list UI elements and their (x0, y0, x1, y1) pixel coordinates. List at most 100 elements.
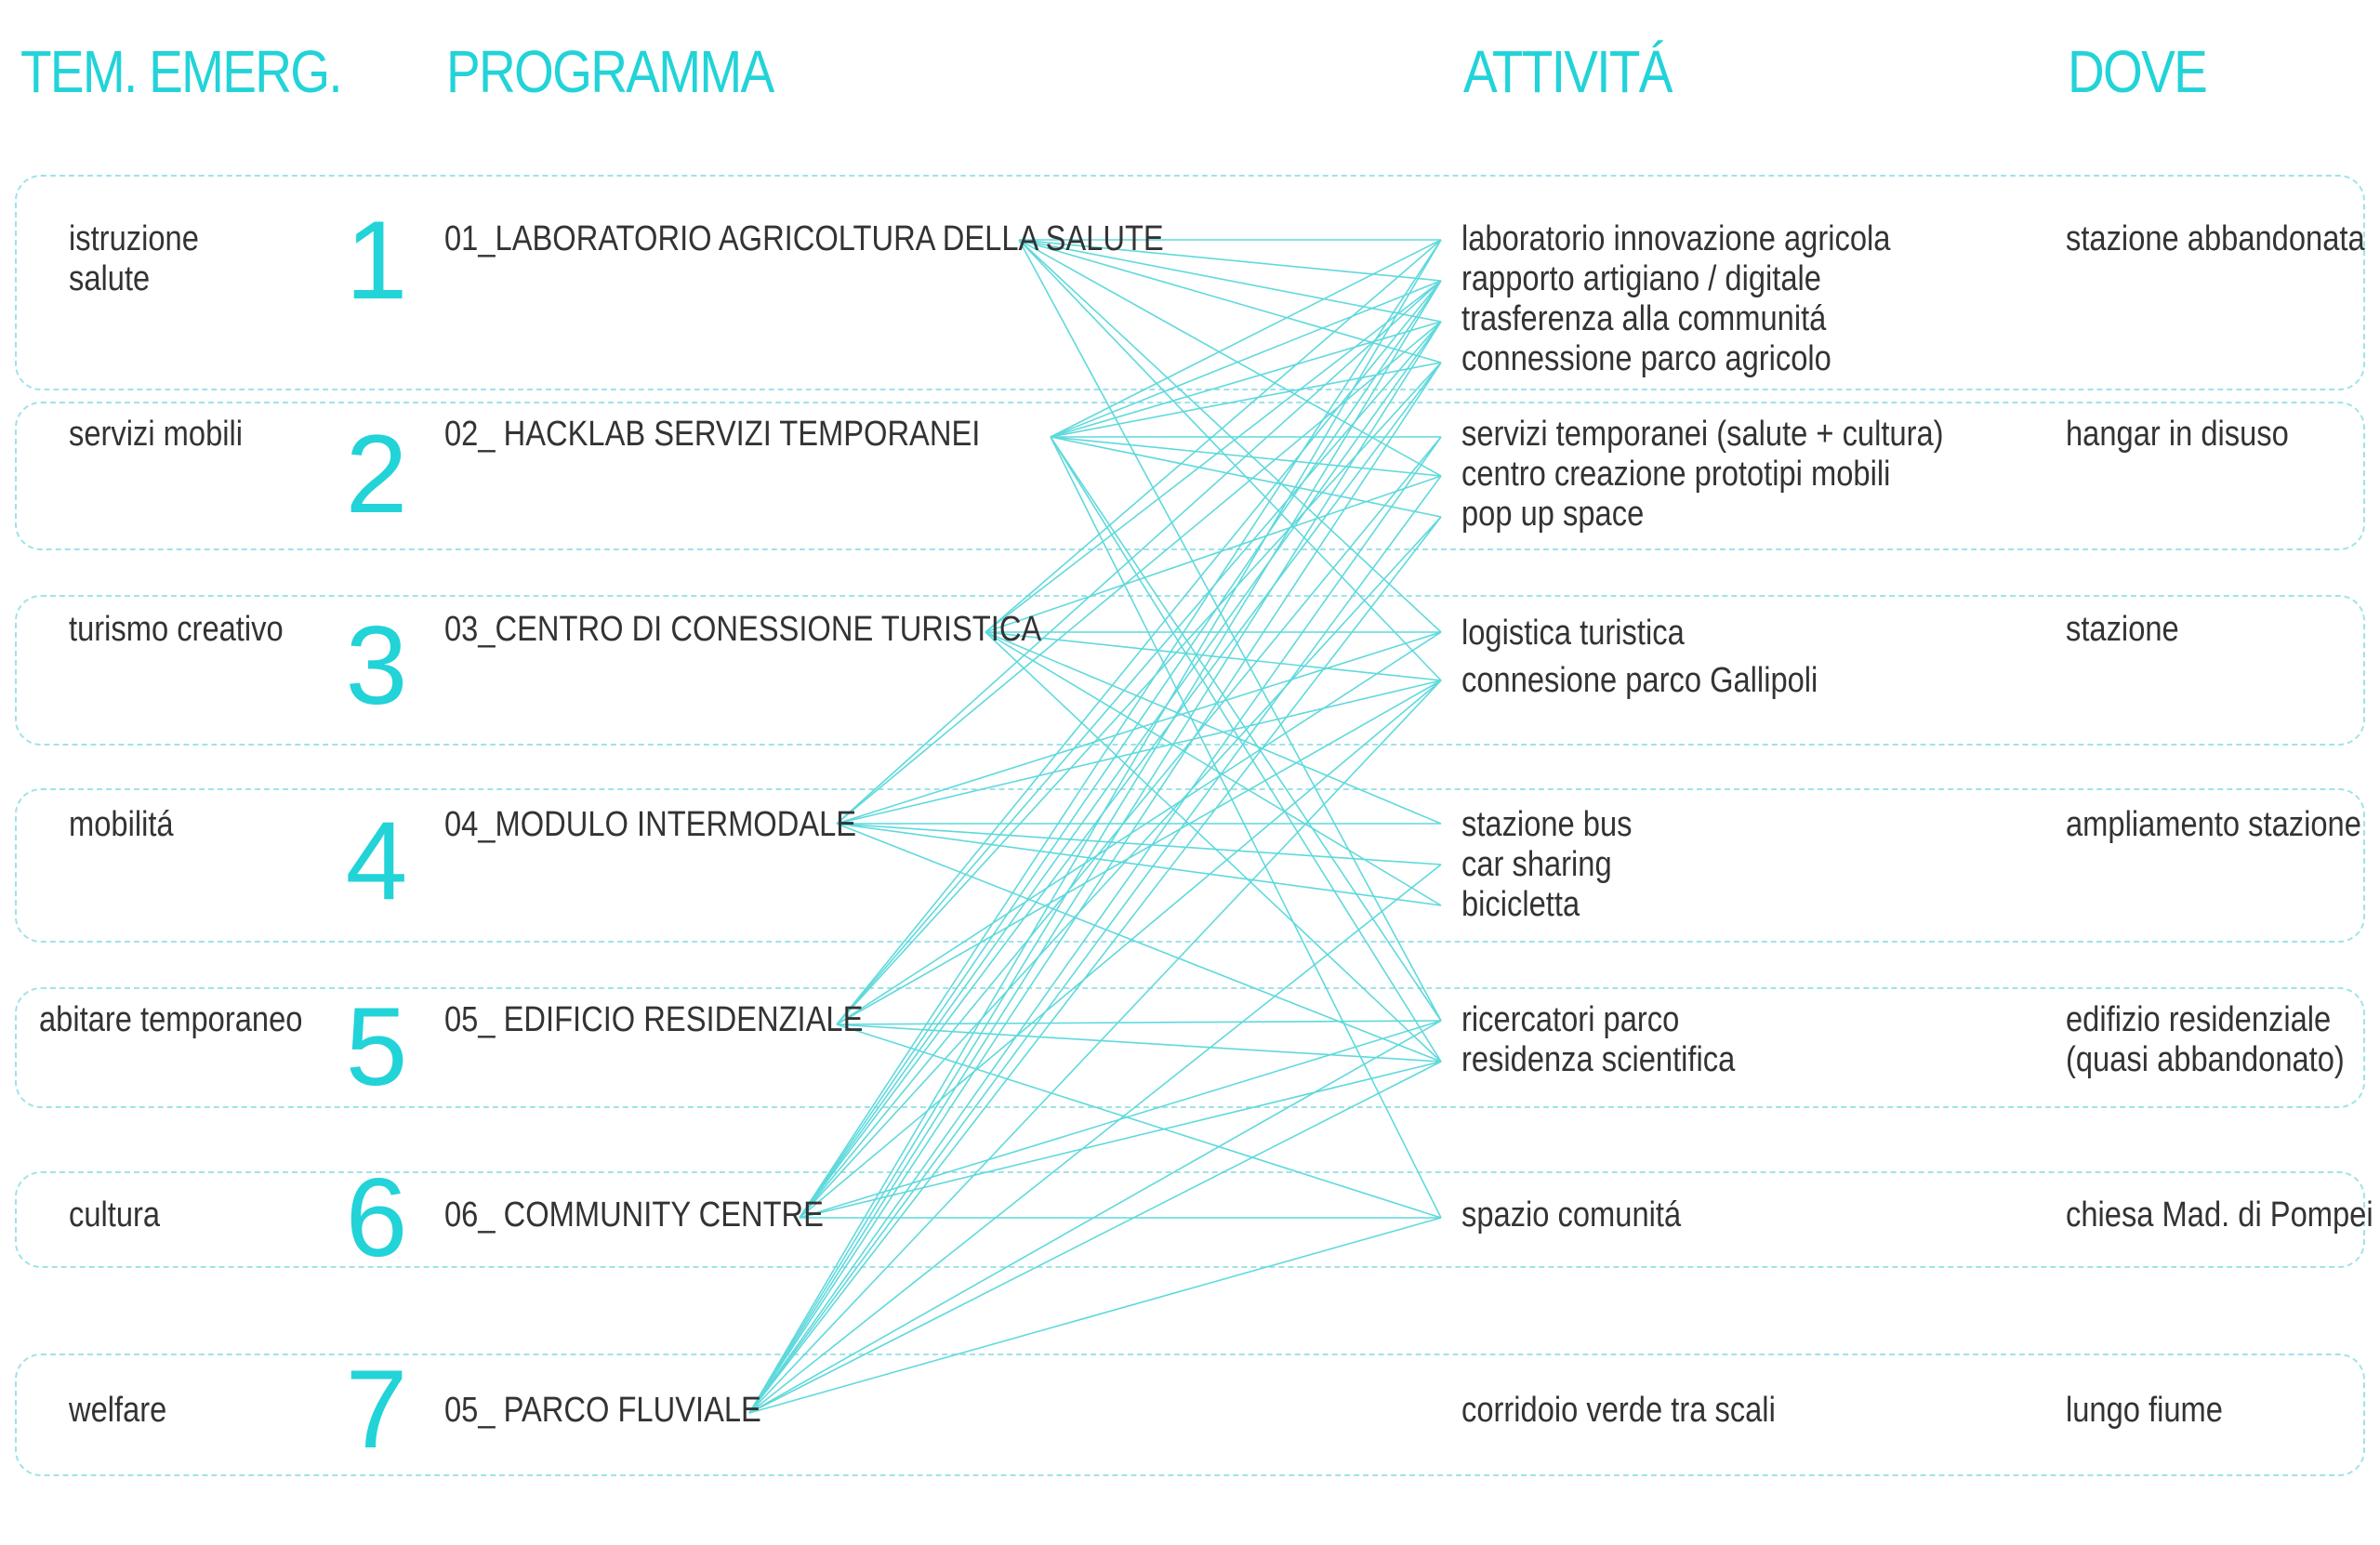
connection-line (1050, 436, 1442, 1219)
dove-row-6: chiesa Mad. di Pompei (2066, 1195, 2373, 1235)
connection-line (1050, 321, 1442, 438)
connection-line (748, 280, 1442, 1414)
connection-line (1050, 239, 1442, 438)
tem-row-3: turismo creativo (69, 610, 284, 650)
connection-line (748, 475, 1442, 1414)
attivita-item: spazio comunitá (1461, 1195, 1682, 1235)
connection-line (748, 680, 1442, 1414)
attivita-item: laboratorio innovazione agricola (1461, 219, 1891, 258)
attivita-row-1: laboratorio innovazione agricola rapport… (1461, 219, 1890, 379)
connection-line (985, 475, 1442, 633)
dove-row-4: ampliamento stazione (2066, 805, 2361, 845)
programma-row-2: 02_ HACKLAB SERVIZI TEMPORANEI (444, 415, 981, 454)
dove-row-1: stazione abbandonata (2066, 219, 2365, 259)
tem-row-7: welfare (69, 1391, 166, 1431)
connection-line (799, 362, 1442, 1219)
row-box-1 (15, 175, 2365, 390)
tem-line: istruzione (69, 219, 199, 258)
tem-line: cultura (69, 1195, 161, 1235)
attivita-row-5: ricercatori parco residenza scientifica (1461, 1000, 1735, 1080)
connection-line (799, 680, 1442, 1219)
connection-line (836, 280, 1442, 825)
connection-line (985, 280, 1442, 633)
connection-line (1018, 239, 1442, 1022)
attivita-item: rapporto artigiano / digitale (1461, 259, 1821, 298)
tem-line: welfare (69, 1391, 167, 1430)
connection-line (1050, 436, 1442, 1063)
programma-row-1: 01_LABORATORIO AGRICOLTURA DELLA SALUTE (444, 219, 1164, 258)
row-number-2: 2 (345, 412, 408, 536)
row-number-5: 5 (345, 984, 408, 1109)
connection-line (799, 321, 1442, 1219)
connection-line (748, 1217, 1442, 1414)
connection-line (748, 239, 1442, 1414)
connection-line (836, 631, 1442, 1025)
attivita-item: residenza scientifica (1461, 1040, 1736, 1079)
dove-line: chiesa Mad. di Pompei (2066, 1195, 2373, 1235)
connection-line (748, 436, 1442, 1414)
attivita-item: servizi temporanei (salute + cultura) (1461, 415, 1944, 454)
programma-row-5: 05_ EDIFICIO RESIDENZIALE (444, 1000, 864, 1039)
attivita-row-3: logistica turistica connesione parco Gal… (1461, 610, 1818, 705)
row-box-5 (15, 987, 2365, 1108)
connection-line (748, 362, 1442, 1414)
connection-line (799, 239, 1442, 1219)
attivita-item: connessione parco agricolo (1461, 339, 1831, 378)
attivita-item: trasferenza alla communitá (1461, 299, 1827, 338)
attivita-item: logistica turistica (1461, 614, 1685, 653)
row-number-3: 3 (345, 603, 408, 728)
dove-row-5: edifizio residenziale (quasi abbandonato… (2066, 1000, 2345, 1080)
programma-row-7: 05_ PARCO FLUVIALE (444, 1391, 761, 1430)
connection-line (1018, 239, 1442, 323)
connection-line (748, 1020, 1442, 1414)
tem-row-4: mobilitá (69, 805, 174, 845)
dove-line: (quasi abbandonato) (2066, 1040, 2345, 1079)
row-box-2 (15, 402, 2365, 550)
dove-row-3: stazione (2066, 610, 2179, 650)
attivita-row-2: servizi temporanei (salute + cultura) ce… (1461, 415, 1944, 535)
connection-line (748, 864, 1442, 1414)
dove-line: edifizio residenziale (2066, 1000, 2332, 1039)
connection-line (985, 631, 1442, 681)
connection-line (1050, 436, 1442, 1022)
connection-line (836, 1023, 1442, 1063)
connection-line (836, 680, 1442, 1025)
row-number-1: 1 (345, 198, 408, 323)
connection-line (836, 280, 1442, 1025)
programma-row-6: 06_ COMMUNITY CENTRE (444, 1195, 824, 1235)
attivita-item: pop up space (1461, 495, 1645, 534)
row-box-6 (15, 1171, 2365, 1268)
connection-line (836, 321, 1442, 825)
row-number-4: 4 (345, 799, 408, 923)
dove-line: ampliamento stazione (2066, 805, 2361, 844)
row-number-6: 6 (345, 1155, 408, 1280)
row-box-4 (15, 788, 2365, 943)
attivita-item: car sharing (1461, 845, 1612, 884)
connection-line (1050, 280, 1442, 438)
connection-line (748, 516, 1442, 1414)
connection-line (1018, 239, 1442, 633)
dove-line: stazione (2066, 610, 2179, 649)
tem-row-6: cultura (69, 1195, 160, 1235)
tem-row-2: servizi mobili (69, 415, 243, 455)
connection-line (799, 516, 1442, 1219)
header-attivita: ATTIVITÁ (1463, 38, 1673, 105)
attivita-item: stazione bus (1461, 805, 1633, 844)
row-number-7: 7 (345, 1347, 408, 1472)
connection-line (836, 823, 1442, 865)
dove-row-2: hangar in disuso (2066, 415, 2289, 455)
header-dove: DOVE (2068, 38, 2208, 105)
connection-line (836, 1020, 1442, 1025)
dove-line: lungo fiume (2066, 1391, 2223, 1430)
attivita-row-4: stazione bus car sharing bicicletta (1461, 805, 1633, 925)
tem-line: turismo creativo (69, 610, 284, 649)
connection-line (836, 362, 1442, 1025)
attivita-row-7: corridoio verde tra scali (1461, 1391, 1776, 1431)
connection-line (1018, 239, 1442, 282)
header-programma: PROGRAMMA (446, 38, 774, 105)
attivita-item: bicicletta (1461, 885, 1580, 924)
connection-line (748, 321, 1442, 1414)
programma-row-3: 03_CENTRO DI CONESSIONE TURISTICA (444, 610, 1042, 649)
tem-line: abitare temporaneo (39, 1000, 303, 1039)
